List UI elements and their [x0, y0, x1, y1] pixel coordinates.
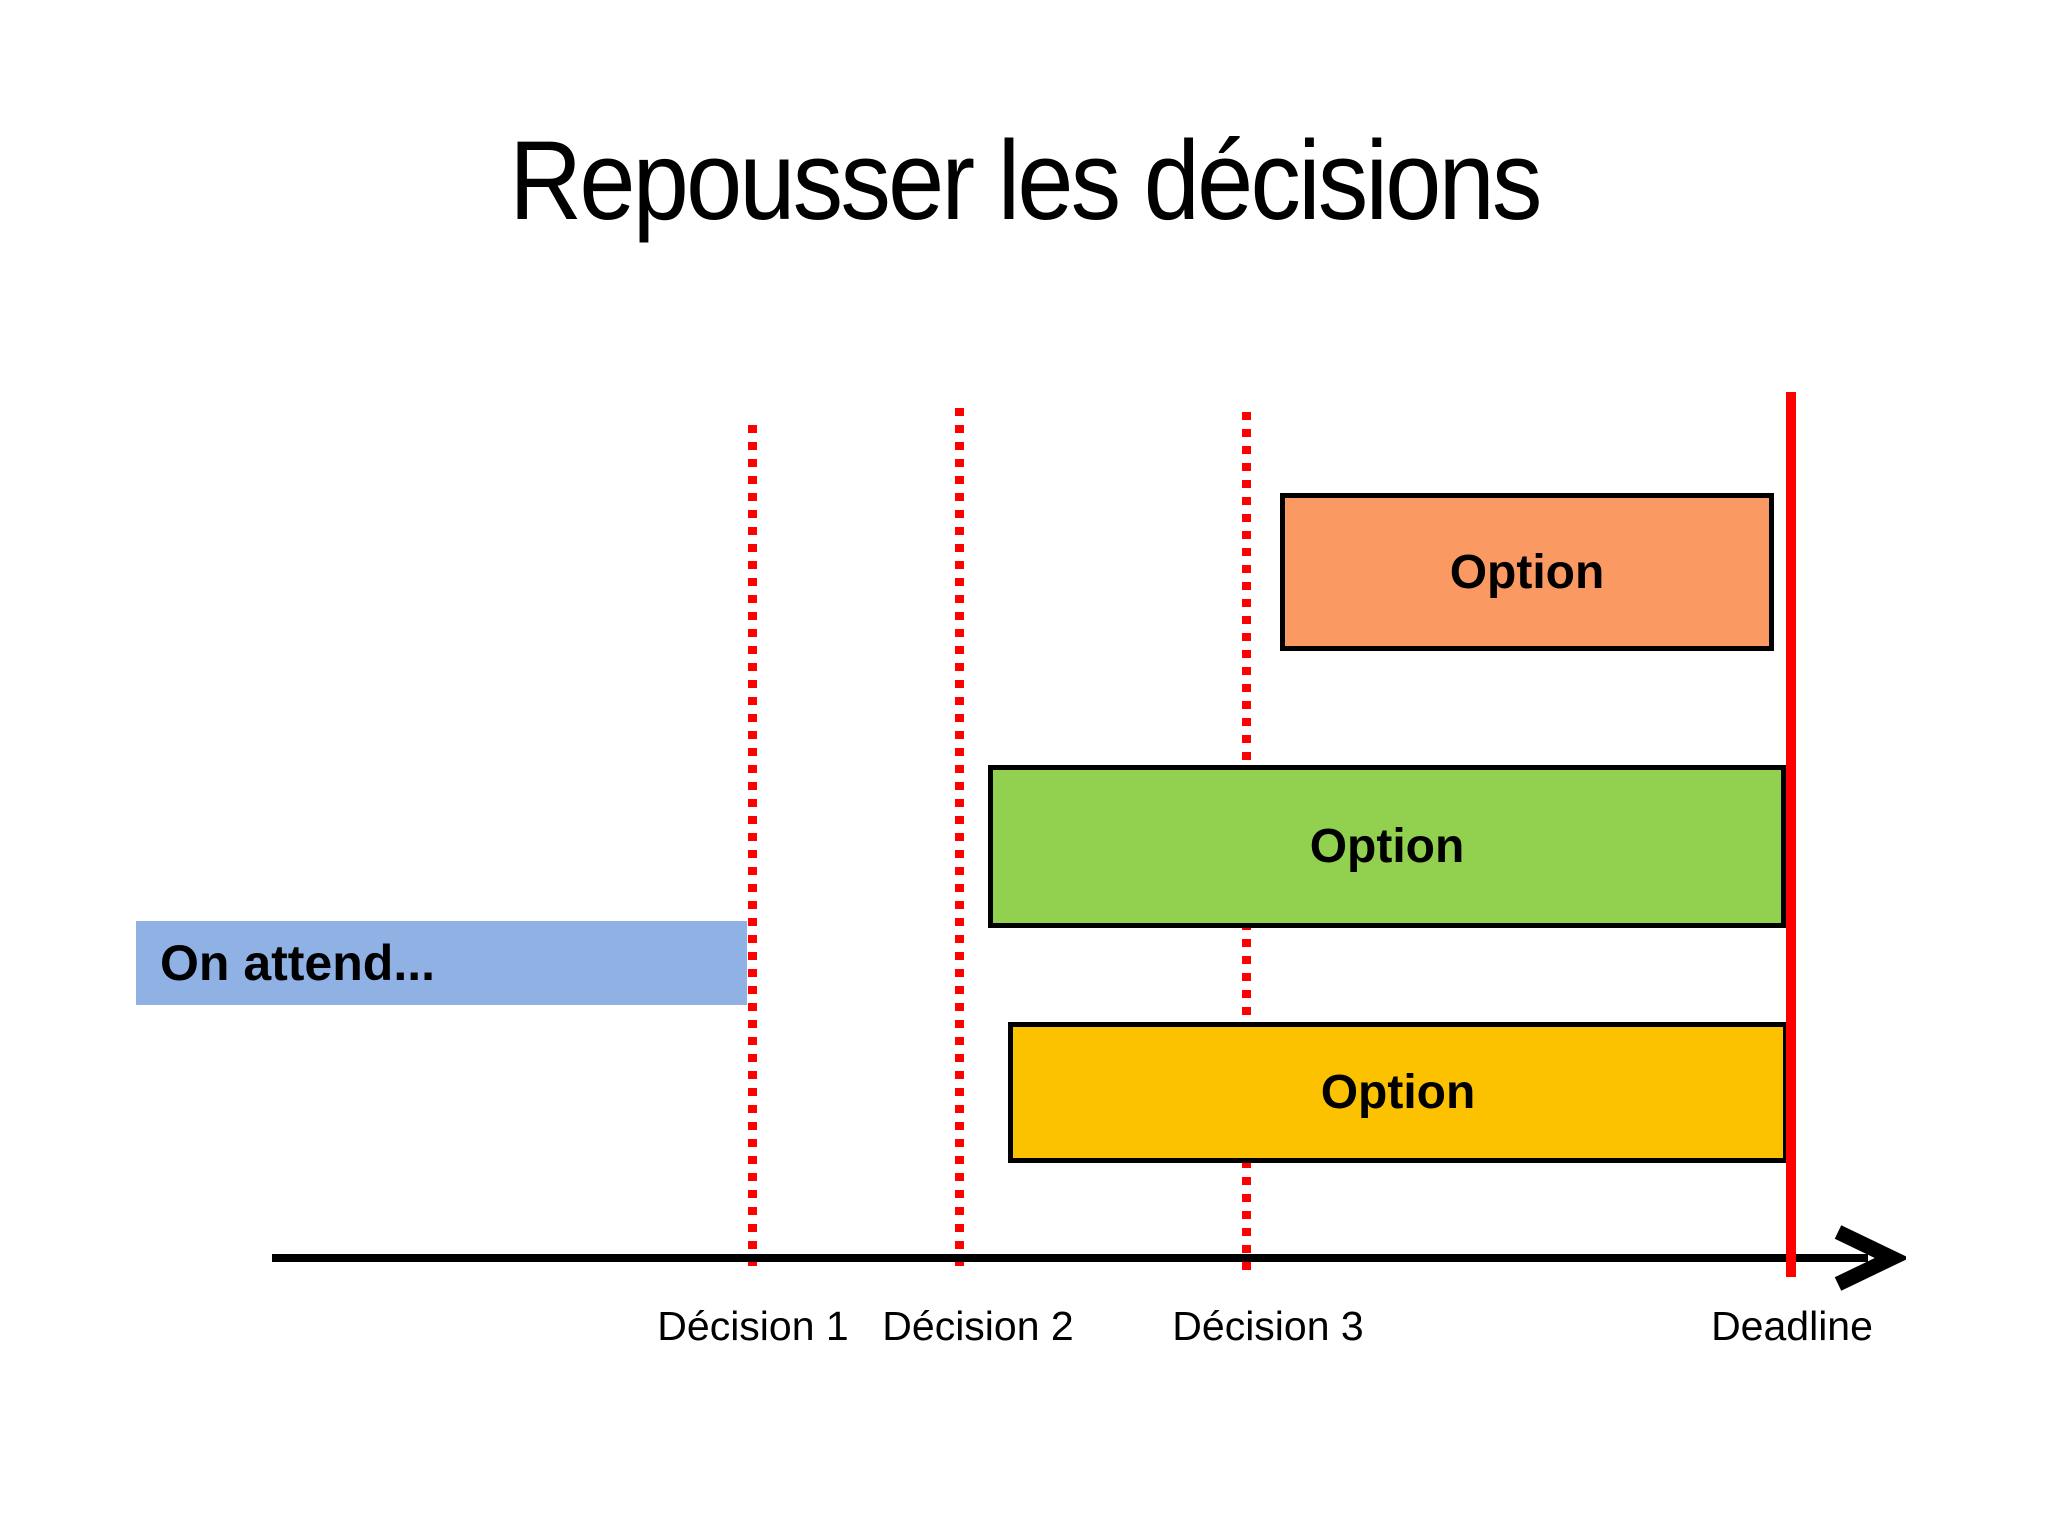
- option-bar-orange-label: Option: [1449, 545, 1605, 599]
- time-axis-arrowhead-icon: [1834, 1225, 1906, 1291]
- deadline-line: [1786, 392, 1796, 1277]
- decision-2-dotted-line: [955, 408, 964, 1270]
- option-bar-green-label: Option: [1309, 820, 1465, 873]
- waiting-bar: On attend...: [136, 921, 747, 1005]
- option-bar-yellow-label: Option: [1320, 1066, 1476, 1119]
- option-bar-green: Option: [988, 765, 1786, 928]
- option-bar-orange: Option: [1280, 493, 1774, 651]
- time-axis-line: [272, 1254, 1868, 1262]
- axis-label-decision-3: Décision 3: [1172, 1303, 1364, 1349]
- axis-label-decision-2: Décision 2: [882, 1303, 1074, 1349]
- waiting-bar-label: On attend...: [160, 935, 435, 991]
- axis-label-deadline: Deadline: [1711, 1303, 1873, 1349]
- slide-title: Repousser les décisions: [0, 108, 2048, 254]
- axis-label-decision-1: Décision 1: [657, 1303, 849, 1349]
- slide-title-text: Repousser les décisions: [508, 118, 1542, 243]
- decision-1-dotted-line: [748, 425, 757, 1270]
- option-bar-yellow: Option: [1008, 1022, 1788, 1163]
